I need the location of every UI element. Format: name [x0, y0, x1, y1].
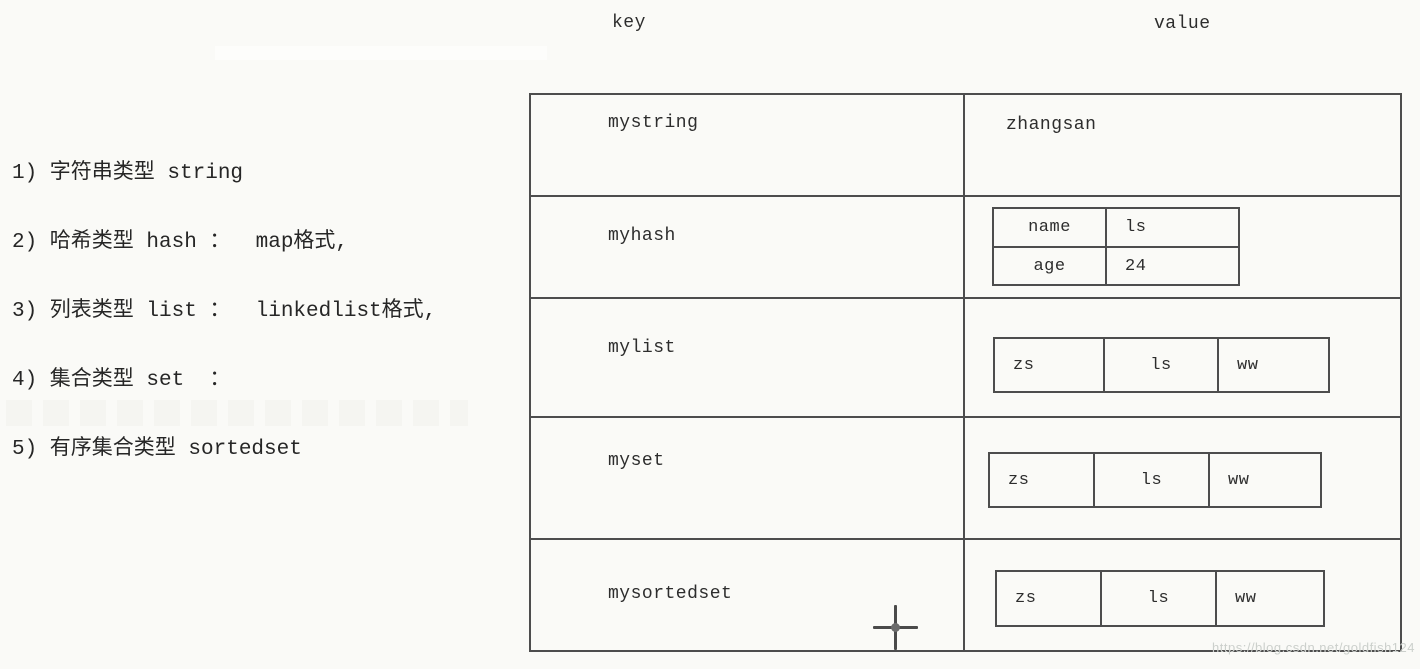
set-item-1: zs: [1008, 470, 1030, 490]
table-row-divider-2: [531, 297, 1400, 299]
note-line-list: 3) 列表类型 list ： linkedlist格式,: [12, 300, 437, 323]
hash-table-row-divider: [994, 246, 1238, 248]
set-item-3: ww: [1228, 470, 1250, 490]
hash-field-age: age: [1033, 256, 1066, 276]
hash-field-name: name: [1028, 218, 1071, 237]
list-value-boxes: zs ls ww: [993, 337, 1330, 393]
faint-ghost-text-row: [6, 400, 468, 426]
sortedset-item-1: zs: [1015, 589, 1037, 608]
list-box-divider-1: [1103, 339, 1105, 391]
row-value-mystring: zhangsan: [1006, 115, 1097, 135]
list-item-2: ls: [1150, 355, 1172, 375]
set-item-2: ls: [1140, 470, 1163, 490]
list-item-1: zs: [1013, 355, 1035, 375]
note-line-hash: 2) 哈希类型 hash ： map格式,: [12, 231, 349, 254]
row-key-mylist: mylist: [608, 338, 676, 358]
crosshair-cursor-icon: [873, 605, 918, 650]
sortedset-box-divider-2: [1215, 572, 1217, 625]
sortedset-item-2: ls: [1147, 589, 1170, 608]
table-row-divider-3: [531, 416, 1400, 418]
set-box-divider-1: [1093, 454, 1095, 506]
list-item-3: ww: [1237, 355, 1259, 375]
value-column-header: value: [1154, 14, 1211, 34]
row-key-myhash: myhash: [608, 226, 676, 246]
key-column-header: key: [612, 13, 646, 33]
hash-value-age: 24: [1125, 256, 1147, 276]
faint-eraser-streak: [215, 46, 547, 60]
note-line-string: 1) 字符串类型 string: [12, 162, 244, 185]
row-key-mystring: mystring: [608, 113, 699, 133]
sortedset-value-boxes: zs ls ww: [995, 570, 1325, 627]
row-key-myset: myset: [608, 451, 665, 471]
note-line-sortedset: 5) 有序集合类型 sortedset: [12, 438, 302, 461]
note-line-set: 4) 集合类型 set ：: [12, 369, 231, 392]
crosshair-center-dot: [891, 623, 900, 632]
set-box-divider-2: [1208, 454, 1210, 506]
hash-value-name: ls: [1125, 218, 1147, 237]
csdn-watermark: https://blog.csdn.net/goldfish124: [1212, 640, 1415, 655]
key-value-table: [529, 93, 1402, 652]
datatype-notes-list: 1) 字符串类型 string 2) 哈希类型 hash ： map格式, 3)…: [12, 116, 436, 507]
set-value-boxes: zs ls ww: [988, 452, 1322, 508]
list-box-divider-2: [1217, 339, 1219, 391]
row-key-mysortedset: mysortedset: [608, 584, 733, 604]
table-row-divider-1: [531, 195, 1400, 197]
table-row-divider-4: [531, 538, 1400, 540]
hash-value-table: name ls age 24: [992, 207, 1240, 286]
sortedset-box-divider-1: [1100, 572, 1102, 625]
sortedset-item-3: ww: [1235, 589, 1257, 608]
table-column-divider: [963, 95, 965, 650]
